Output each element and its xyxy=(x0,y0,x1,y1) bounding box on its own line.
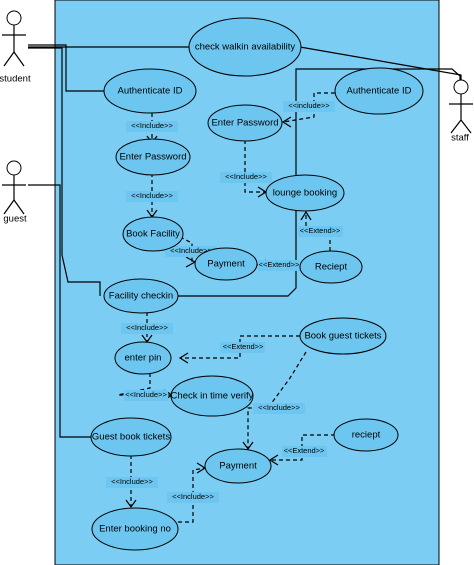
actor-guest-label: guest xyxy=(3,214,27,225)
svg-text:enter pin: enter pin xyxy=(125,353,162,364)
usecase-check-in-time-verify[interactable]: Check in time verify xyxy=(170,375,254,417)
usecase-enter-password-right[interactable]: Enter Password xyxy=(207,104,283,142)
relation-label-extend: <<Extend>> xyxy=(223,342,264,351)
usecase-guest-book-tickets[interactable]: Guest book tickets xyxy=(90,417,172,457)
svg-text:Enter Password: Enter Password xyxy=(211,118,278,129)
include-enter-booking-payment xyxy=(178,467,206,523)
actor-head-icon xyxy=(6,10,22,26)
assoc-check-walkin-staff xyxy=(299,46,462,80)
svg-text:Guest book tickets: Guest book tickets xyxy=(92,432,170,443)
relation-label-include: <<Include>> xyxy=(225,172,267,181)
usecase-enter-booking-no[interactable]: Enter booking no xyxy=(91,507,179,551)
relation-label-include: <<Include>> xyxy=(126,323,168,332)
usecase-reciept-top[interactable]: Reciept xyxy=(299,250,363,284)
svg-text:lounge booking: lounge booking xyxy=(273,188,337,199)
relation-label-extend: <<Extend>> xyxy=(300,226,341,235)
actor-student[interactable]: student xyxy=(0,10,31,85)
relation-label-extend: <<Extend>> xyxy=(284,446,325,455)
usecase-enter-pin[interactable]: enter pin xyxy=(114,341,172,375)
svg-text:Authenticate ID: Authenticate ID xyxy=(118,86,183,97)
assoc-facility-checkin-staff xyxy=(175,68,461,297)
actor-staff-label: staff xyxy=(451,133,469,144)
include-auth-right-enter-password xyxy=(282,92,335,123)
usecase-payment-bottom[interactable]: Payment xyxy=(204,448,272,484)
usecase-facility-checkin[interactable]: Facility checkin xyxy=(103,278,179,314)
assoc-student-facility-checkin xyxy=(28,47,101,296)
usecase-lounge-booking[interactable]: lounge booking xyxy=(265,174,345,212)
relation-label-include: <<Include>> xyxy=(131,191,173,200)
relation-label-include: <<Include>> xyxy=(125,390,167,399)
actor-staff[interactable]: staff xyxy=(449,79,473,144)
svg-text:Payment: Payment xyxy=(219,461,257,472)
relation-label-extend: <<Extend>> xyxy=(259,260,300,269)
relation-label-include: <<Include>> xyxy=(258,403,300,412)
assoc-student-auth xyxy=(28,44,104,92)
relation-label-include: <<include>> xyxy=(288,101,330,110)
svg-text:Check in time verify: Check in time verify xyxy=(171,391,254,402)
usecase-payment-top[interactable]: Payment xyxy=(194,247,258,281)
actor-student-label: student xyxy=(0,74,31,85)
usecase-check-walkin[interactable]: check walkin availability xyxy=(188,17,302,77)
usecase-book-facility[interactable]: Book Facility xyxy=(122,216,184,252)
svg-text:Book Facility: Book Facility xyxy=(126,229,180,240)
include-book-guest-payment xyxy=(247,351,307,449)
svg-text:Reciept: Reciept xyxy=(315,262,348,273)
usecase-book-guest-tickets[interactable]: Book guest tickets xyxy=(299,317,387,355)
relation-label-include: <<Include>> xyxy=(111,477,153,486)
actor-guest[interactable]: guest xyxy=(2,160,27,225)
relation-label-include: <<Include>> xyxy=(131,121,173,130)
usecase-enter-password-left[interactable]: Enter Password xyxy=(115,138,191,176)
include-enter-password-lounge xyxy=(244,140,266,193)
svg-text:Enter Password: Enter Password xyxy=(119,152,186,163)
assoc-guest-guest-book xyxy=(28,184,91,438)
svg-text:Payment: Payment xyxy=(207,259,245,270)
relation-label-include: <<Include>> xyxy=(170,246,212,255)
usecase-reciept-bottom[interactable]: reciept xyxy=(333,418,399,452)
usecase-authenticate-id-right[interactable]: Authenticate ID xyxy=(334,67,424,115)
actor-head-icon xyxy=(6,160,22,176)
svg-text:Enter booking no: Enter booking no xyxy=(99,524,171,535)
relation-label-include: <<Include>> xyxy=(172,492,214,501)
svg-text:Authenticate ID: Authenticate ID xyxy=(347,86,412,97)
svg-text:check walkin availability: check walkin availability xyxy=(195,42,296,53)
svg-text:reciept: reciept xyxy=(352,430,381,441)
usecase-authenticate-id-left[interactable]: Authenticate ID xyxy=(103,68,197,114)
actor-head-icon xyxy=(453,79,469,95)
svg-text:Facility checkin: Facility checkin xyxy=(109,291,173,302)
svg-text:Book guest tickets: Book guest tickets xyxy=(304,331,381,342)
